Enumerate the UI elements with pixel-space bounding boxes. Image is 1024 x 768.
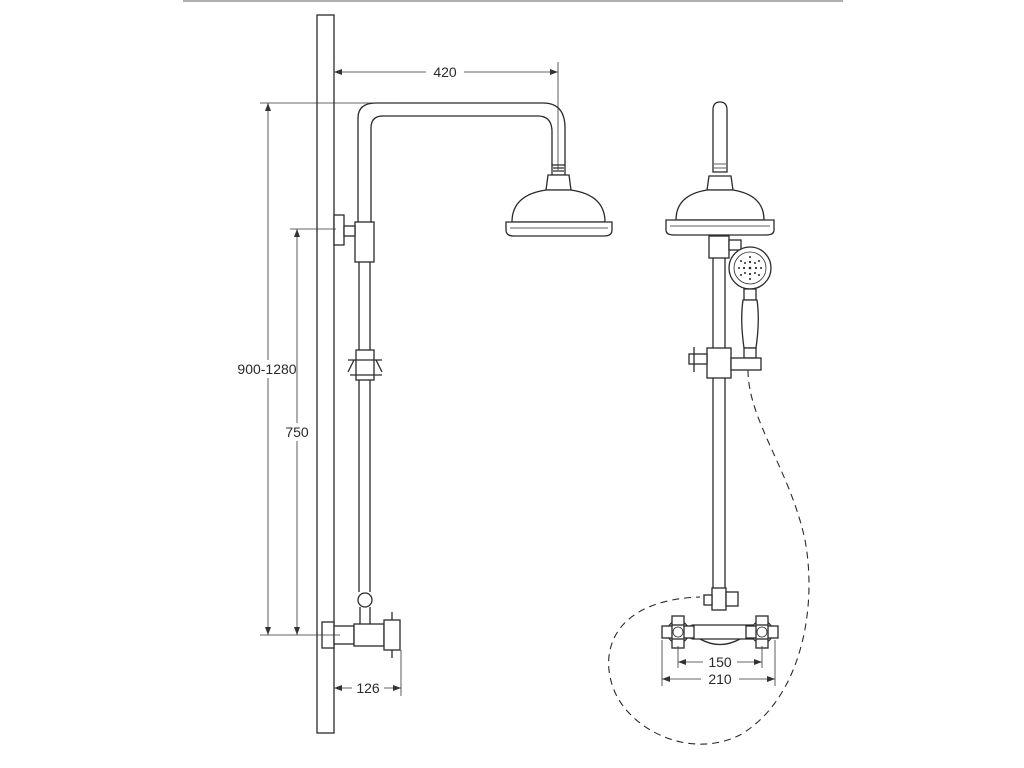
shower-arm-outer — [357, 102, 566, 222]
hand-shower-grip-end — [743, 347, 757, 359]
front-lower-connector — [711, 587, 727, 611]
front-view: 150 210 — [608, 101, 810, 745]
valve-body — [353, 623, 385, 647]
dim-inlet-centers-label: 150 — [708, 654, 732, 670]
dim-overall-width-label: 210 — [708, 671, 732, 687]
dim-inlet-centers: 150 — [677, 646, 763, 670]
dim-arm-reach: 420 — [333, 62, 559, 170]
hand-shower-face — [733, 251, 767, 285]
front-bracket — [728, 239, 742, 251]
front-right-handle — [745, 615, 779, 649]
front-holder-sleeve — [706, 347, 732, 379]
dim-wall-offset: 126 — [334, 650, 402, 697]
upper-sleeve — [354, 221, 375, 263]
wall — [316, 14, 335, 734]
front-lower-outlet — [725, 591, 739, 607]
front-arm-thread — [714, 163, 726, 169]
hose-dashed — [608, 369, 810, 745]
head-neck-thread — [553, 167, 564, 172]
elbow-nut — [357, 592, 373, 608]
hand-shower-handle — [741, 299, 759, 349]
front-holder-knob — [688, 353, 708, 365]
wall-bracket-plate — [333, 214, 345, 246]
head-rim — [505, 221, 613, 237]
front-holder-arm — [730, 357, 762, 371]
front-head-dome — [675, 189, 765, 221]
dim-riser-height: 750 — [279, 228, 336, 635]
dim-total-height-label: 900-1280 — [237, 361, 296, 377]
front-head-rim — [665, 219, 775, 236]
front-lower-nut — [703, 594, 713, 606]
hand-shower-nozzles — [738, 256, 762, 280]
shower-arm-inner — [370, 115, 553, 222]
dim-wall-offset-label: 126 — [356, 680, 380, 696]
side-view: 420 900-1280 750 126 — [232, 14, 613, 734]
head-dome — [511, 189, 606, 223]
front-left-handle — [661, 615, 695, 649]
wall-bracket-arm — [343, 225, 356, 237]
dim-overall-width: 210 — [661, 640, 776, 687]
dim-riser-height-label: 750 — [285, 424, 309, 440]
diverter-body — [355, 349, 375, 381]
dim-total-height: 900-1280 — [232, 102, 400, 636]
front-valve-spout — [699, 638, 741, 646]
valve-handle — [383, 619, 401, 651]
hand-shower-neck — [743, 288, 757, 301]
diverter-handle — [347, 359, 383, 376]
front-upper-sleeve — [708, 235, 730, 259]
dim-arm-reach-label: 420 — [433, 64, 457, 80]
front-arm — [712, 101, 728, 173]
front-head-collar — [706, 175, 734, 191]
head-neck — [551, 164, 566, 176]
head-collar — [545, 174, 572, 191]
